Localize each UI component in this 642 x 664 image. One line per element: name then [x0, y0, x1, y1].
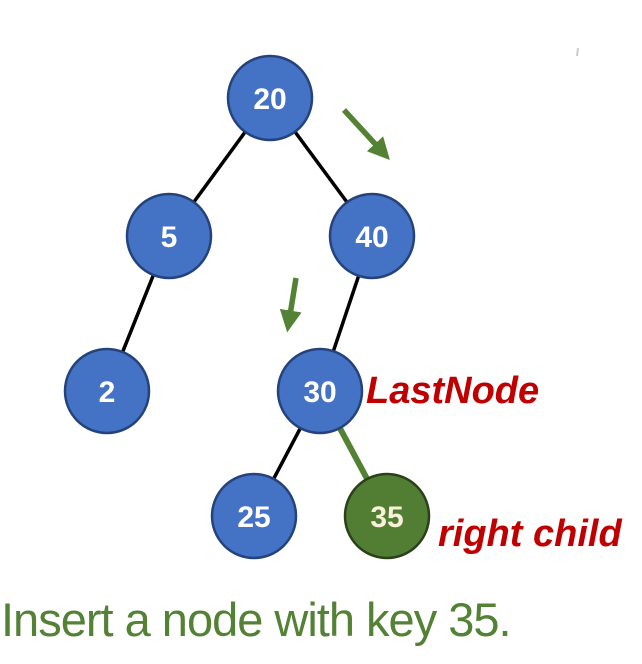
- tree-node-5: 5: [125, 192, 213, 280]
- caption-text: Insert a node with key 35.: [1, 593, 511, 646]
- last-node-annotation: LastNode: [366, 370, 539, 412]
- node-circle: [276, 347, 364, 435]
- node-circle: [226, 54, 314, 142]
- node-circle: [210, 472, 298, 560]
- tree-node-35-inserted: 35: [343, 472, 431, 560]
- tree-node-30: 30: [276, 347, 364, 435]
- stray-artifact-mark: [576, 47, 579, 57]
- tree-node-2: 2: [63, 347, 151, 435]
- node-label: 20: [253, 83, 286, 116]
- right-child-annotation: right child: [438, 513, 622, 555]
- node-label: 5: [161, 221, 178, 254]
- tree-node-25: 25: [210, 472, 298, 560]
- node-label: 30: [303, 376, 336, 409]
- traversal-arrow-down-right-icon: [341, 108, 390, 160]
- node-label: 2: [99, 376, 116, 409]
- node-label: 25: [237, 501, 270, 534]
- node-circle: [343, 472, 431, 560]
- node-circle: [63, 347, 151, 435]
- node-circle: [125, 192, 213, 280]
- traversal-arrow-down-icon: [279, 277, 302, 333]
- tree-node-20: 20: [226, 54, 314, 142]
- node-label: 40: [355, 221, 388, 254]
- tree-node-40: 40: [328, 192, 416, 280]
- node-circle: [328, 192, 416, 280]
- node-label: 35: [370, 501, 403, 534]
